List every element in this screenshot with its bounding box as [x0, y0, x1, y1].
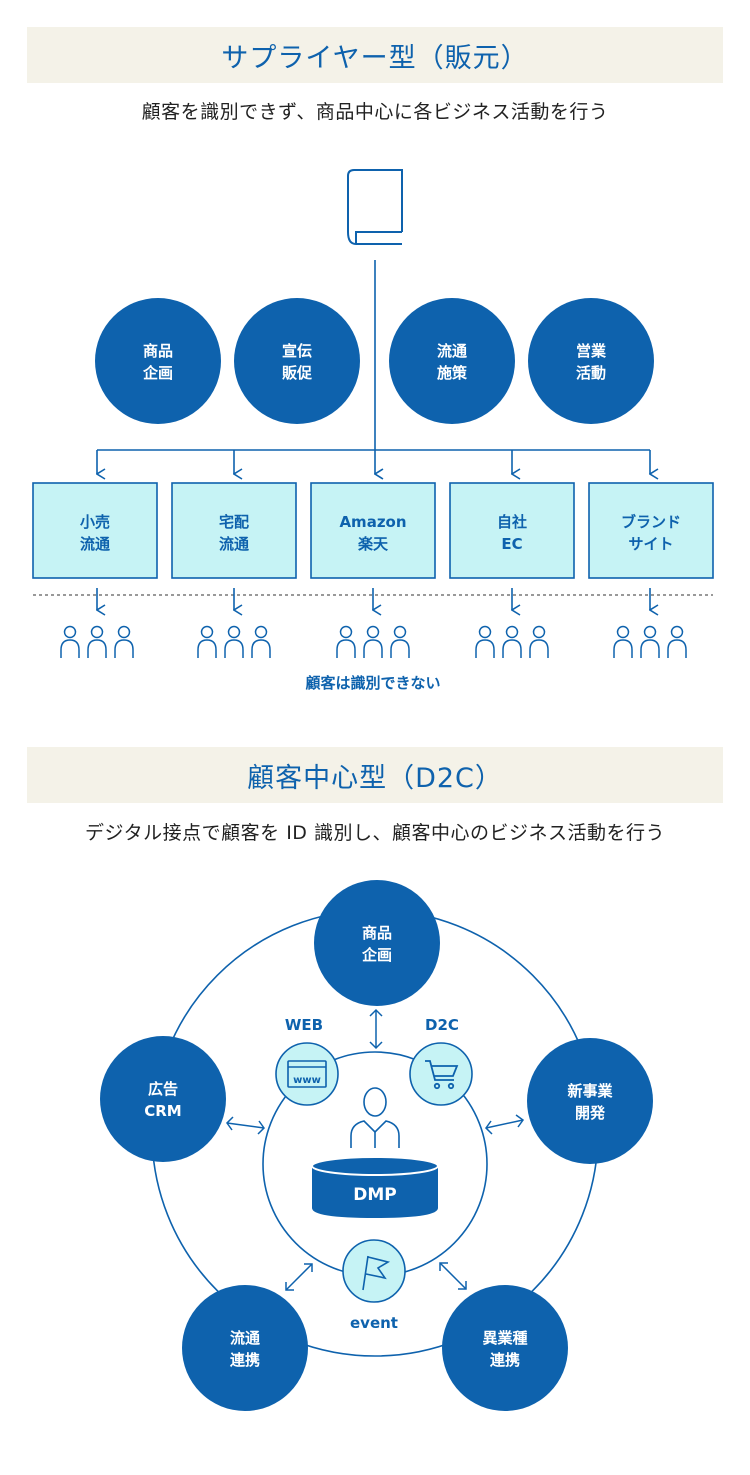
person-icon	[197, 625, 217, 658]
person-icon	[114, 625, 134, 658]
arrow-right	[485, 1114, 525, 1135]
channel-5-line2: サイト	[628, 535, 673, 553]
person-icon	[475, 625, 495, 658]
node-top-line2: 企画	[361, 946, 392, 964]
channel-2-line1: 宅配	[219, 513, 249, 531]
node-left-line1: 広告	[148, 1080, 178, 1098]
supplier-title: サプライヤー型（販元）	[221, 42, 529, 74]
d2c-title-band: 顧客中心型（D2C）	[27, 747, 723, 803]
channel-box-3: Amazon 楽天	[310, 482, 436, 579]
supplier-subtitle: 顧客を識別できず、商品中心に各ビジネス活動を行う	[141, 101, 609, 123]
channel-2-line2: 流通	[219, 535, 249, 553]
node-top: 商品 企画	[314, 880, 440, 1006]
d2c-touchpoint	[409, 1042, 473, 1106]
channel-1-line1: 小売	[80, 513, 110, 531]
person-icon	[87, 625, 107, 658]
channel-1-line2: 流通	[80, 535, 110, 553]
person-icon	[251, 625, 271, 658]
person-icon	[363, 625, 383, 658]
node-bottom-left-line2: 連携	[230, 1351, 260, 1369]
flag-icon	[362, 1255, 391, 1291]
link-arrows	[226, 1008, 525, 1291]
node-right-line2: 開発	[575, 1104, 606, 1122]
channel-4-line1: 自社	[497, 513, 527, 531]
channel-3-line1: Amazon	[339, 513, 406, 531]
www-text: www	[293, 1075, 321, 1086]
node-bottom-left-line1: 流通	[230, 1329, 260, 1347]
node-left: 広告 CRM	[100, 1036, 226, 1162]
shopping-cart-icon	[425, 1060, 459, 1090]
node-bottom-right-line2: 連携	[490, 1351, 520, 1369]
channel-4-line2: EC	[501, 535, 522, 553]
person-icon	[336, 625, 356, 658]
person-icon	[224, 625, 244, 658]
activity-circle-1: 商品 企画	[95, 298, 221, 424]
person-icon	[60, 625, 80, 658]
activity-1-line2: 企画	[142, 364, 173, 382]
dmp-database: DMP	[311, 1156, 439, 1218]
customer-arrows	[97, 588, 650, 610]
node-left-line2: CRM	[144, 1102, 182, 1120]
arrow-left	[226, 1116, 265, 1135]
person-icon	[640, 625, 660, 658]
arrow-bottom-right	[439, 1262, 467, 1290]
dmp-label: DMP	[353, 1185, 397, 1205]
activity-4-line1: 営業	[576, 342, 607, 360]
activity-1-line1: 商品	[143, 342, 173, 360]
d2c-subtitle: デジタル接点で顧客を ID 識別し、顧客中心のビジネス活動を行う	[85, 822, 665, 844]
activity-circle-3: 流通 施策	[389, 298, 515, 424]
channel-box-4: 自社 EC	[449, 482, 575, 579]
web-touchpoint: www	[275, 1042, 339, 1106]
event-label: event	[350, 1314, 398, 1332]
web-label: WEB	[285, 1016, 323, 1034]
activity-2-line2: 販促	[282, 364, 313, 382]
node-bottom-right: 異業種 連携	[442, 1285, 568, 1411]
activity-3-line1: 流通	[437, 342, 467, 360]
activity-2-line1: 宣伝	[282, 342, 312, 360]
person-icon	[529, 625, 549, 658]
channel-box-1: 小売 流通	[32, 482, 158, 579]
channel-5-line1: ブランド	[621, 513, 681, 531]
d2c-title: 顧客中心型（D2C）	[247, 762, 503, 794]
channel-box-5: ブランド サイト	[588, 482, 714, 579]
node-bottom-left: 流通 連携	[182, 1285, 308, 1411]
activity-circle-2: 宣伝 販促	[234, 298, 360, 424]
person-icon	[502, 625, 522, 658]
channel-3-line2: 楽天	[358, 535, 389, 553]
customer-groups	[60, 625, 687, 658]
browser-icon	[287, 1060, 327, 1088]
node-bottom-right-line1: 異業種	[482, 1329, 527, 1347]
supplier-title-band: サプライヤー型（販元）	[27, 27, 723, 83]
event-touchpoint: event	[342, 1239, 406, 1332]
unidentified-note: 顧客は識別できない	[305, 674, 440, 692]
activity-4-line2: 活動	[576, 364, 606, 382]
activity-circle-4: 営業 活動	[528, 298, 654, 424]
node-right-line1: 新事業	[567, 1082, 613, 1100]
book-icon	[347, 169, 403, 245]
node-top-line1: 商品	[362, 924, 392, 942]
arrow-bottom-left	[285, 1263, 313, 1291]
arrow-top	[369, 1008, 383, 1050]
person-icon	[667, 625, 687, 658]
channel-arrows	[97, 450, 650, 474]
d2c-label: D2C	[425, 1016, 459, 1034]
activity-3-line2: 施策	[437, 364, 468, 382]
person-icon	[390, 625, 410, 658]
person-icon	[613, 625, 633, 658]
channel-box-2: 宅配 流通	[171, 482, 297, 579]
node-right: 新事業 開発	[527, 1038, 653, 1164]
customer-icon	[350, 1087, 400, 1148]
